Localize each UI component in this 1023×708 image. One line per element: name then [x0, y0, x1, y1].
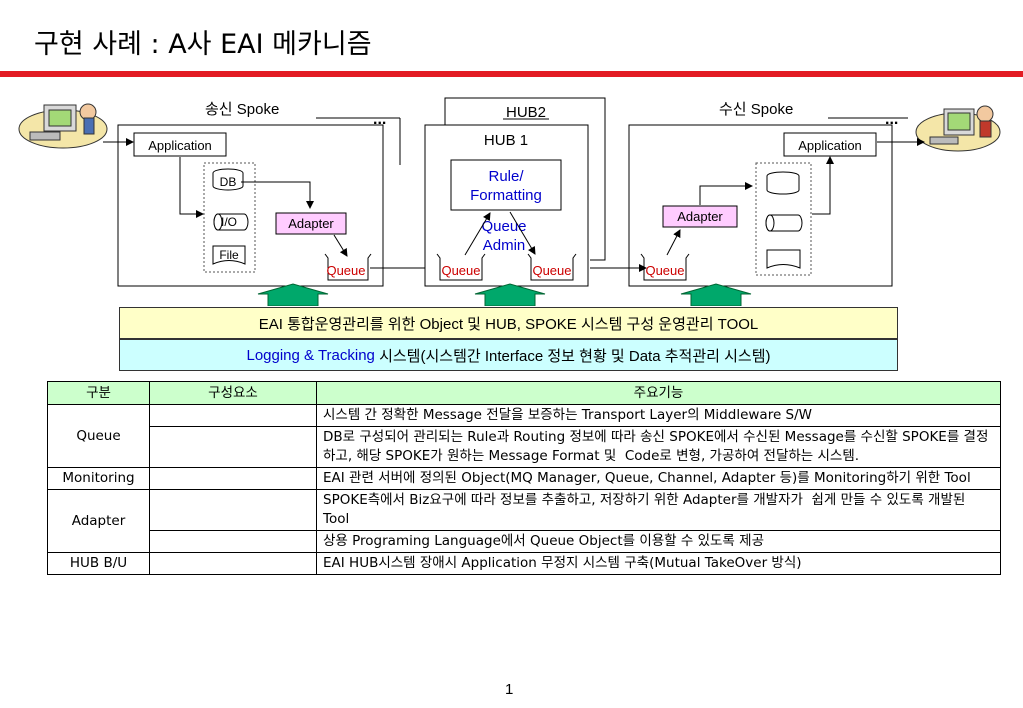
table-header-row: 구분 구성요소 주요기능 — [47, 381, 1001, 405]
sender-user-icon — [18, 103, 108, 149]
hub-in-queue-label: Queue — [441, 263, 480, 278]
hub-backup-category-cell: HUB B/U — [47, 552, 150, 575]
page-number: 1 — [505, 681, 514, 698]
adapter-category-cell: Adapter — [47, 489, 150, 553]
sender-application-box — [133, 132, 227, 157]
receiver-application-label: Application — [798, 138, 862, 153]
rule-label-line1: Rule/ — [488, 168, 524, 185]
sender-application-label: Application — [148, 138, 212, 153]
management-tool-bar: EAI 통합운영관리를 위한 Object 및 HUB, SPOKE 시스템 구… — [119, 307, 898, 339]
queue-admin-line1: Queue — [481, 218, 526, 235]
logging-tracking-highlight: Logging & Tracking — [246, 346, 375, 364]
sender-queue-icon — [324, 253, 372, 281]
receiver-storage-group — [755, 162, 812, 276]
sender-storage-group — [203, 162, 256, 273]
io-icon: I/O — [213, 213, 249, 231]
header-category: 구분 — [47, 381, 150, 405]
management-tool-text: EAI 통합운영관리를 위한 Object 및 HUB, SPOKE 시스템 구… — [258, 315, 759, 333]
up-arrow-right-icon — [680, 283, 752, 306]
table-row: Adapter SPOKE측에서 Biz요구에 따라 정보를 추출하고, 저장하… — [47, 489, 1001, 553]
receiver-spoke-box — [628, 124, 893, 287]
io-label: I/O — [221, 215, 237, 229]
sender-ellipsis: ... — [373, 111, 386, 128]
queue-admin-line2: Admin — [483, 237, 526, 254]
component-cell — [149, 489, 317, 531]
db-icon: DB — [212, 168, 244, 191]
monitoring-category-cell: Monitoring — [47, 467, 150, 490]
receiver-user-icon — [915, 105, 1001, 152]
function-cell: DB로 구성되어 관리되는 Rule과 Routing 정보에 따라 송신 SP… — [316, 426, 1001, 468]
db-label: DB — [220, 175, 237, 189]
function-cell: 시스템 간 정확한 Message 전달을 보증하는 Transport Lay… — [316, 404, 1001, 427]
receiver-adapter-box — [662, 205, 738, 228]
logging-tracking-bar: Logging & Tracking 시스템(시스템간 Interface 정보… — [119, 339, 898, 371]
header-function: 주요기능 — [316, 381, 1001, 405]
function-cell: EAI HUB시스템 장애시 Application 무정지 시스템 구축(Mu… — [316, 552, 1001, 575]
queue-category-cell: Queue — [47, 404, 150, 468]
component-cell — [149, 404, 317, 427]
header-component: 구성요소 — [149, 381, 317, 405]
eai-architecture-diagram: 송신 Spoke ... Application DB I/O File Ada… — [18, 97, 1001, 306]
function-cell: 상용 Programing Language에서 Queue Object를 이… — [316, 530, 1001, 553]
component-cell — [149, 530, 317, 553]
function-cell: SPOKE측에서 Biz요구에 따라 정보를 추출하고, 저장하기 위한 Ada… — [316, 489, 1001, 531]
receiver-file-icon — [766, 249, 801, 269]
rule-label-line2: Formatting — [470, 187, 542, 204]
receiver-ellipsis: ... — [885, 111, 898, 128]
rule-formatting-box — [450, 159, 562, 211]
sender-adapter-box — [275, 212, 347, 235]
function-cell: EAI 관련 서버에 정의된 Object(MQ Manager, Queue,… — [316, 467, 1001, 490]
receiver-queue-icon — [640, 253, 690, 281]
receiver-queue-label: Queue — [645, 263, 684, 278]
title-underline — [0, 71, 1023, 77]
component-cell — [149, 467, 317, 490]
file-icon: File — [212, 245, 246, 265]
table-row: DB로 구성되어 관리되는 Rule과 Routing 정보에 따라 송신 SP… — [48, 426, 1001, 468]
component-cell — [149, 426, 317, 468]
up-arrow-left-icon — [257, 283, 329, 306]
receiver-spoke-label: 수신 Spoke — [719, 101, 793, 118]
hub-out-queue-icon — [527, 253, 577, 281]
component-cell — [149, 552, 317, 575]
page-title: 구현 사례 : A사 EAI 메카니즘 — [34, 29, 372, 60]
hub-out-queue-label: Queue — [532, 263, 571, 278]
up-arrow-middle-icon — [474, 283, 546, 306]
hub2-label: HUB2 — [506, 104, 546, 121]
file-label: File — [219, 248, 239, 262]
table-row: 상용 Programing Language에서 Queue Object를 이… — [48, 530, 1001, 553]
table-row: HUB B/U EAI HUB시스템 장애시 Application 무정지 시… — [47, 552, 1001, 575]
receiver-adapter-label: Adapter — [677, 209, 723, 224]
receiver-db-icon — [766, 171, 800, 195]
hub2-box — [444, 97, 606, 261]
hub-in-queue-icon — [436, 253, 486, 281]
sender-queue-label: Queue — [326, 263, 365, 278]
table-row: Queue 시스템 간 정확한 Message 전달을 보증하는 Transpo… — [47, 404, 1001, 468]
sender-adapter-label: Adapter — [288, 216, 334, 231]
function-table: 구분 구성요소 주요기능 Queue 시스템 간 정확한 Message 전달을… — [47, 381, 1001, 575]
sender-spoke-label: 송신 Spoke — [205, 101, 279, 118]
hub1-label: HUB 1 — [484, 132, 528, 149]
table-row: Monitoring EAI 관련 서버에 정의된 Object(MQ Mana… — [47, 467, 1001, 490]
logging-tracking-text: 시스템(시스템간 Interface 정보 현황 및 Data 추적관리 시스템… — [374, 347, 771, 365]
receiver-io-icon — [765, 214, 803, 232]
sender-spoke-box — [117, 124, 384, 287]
